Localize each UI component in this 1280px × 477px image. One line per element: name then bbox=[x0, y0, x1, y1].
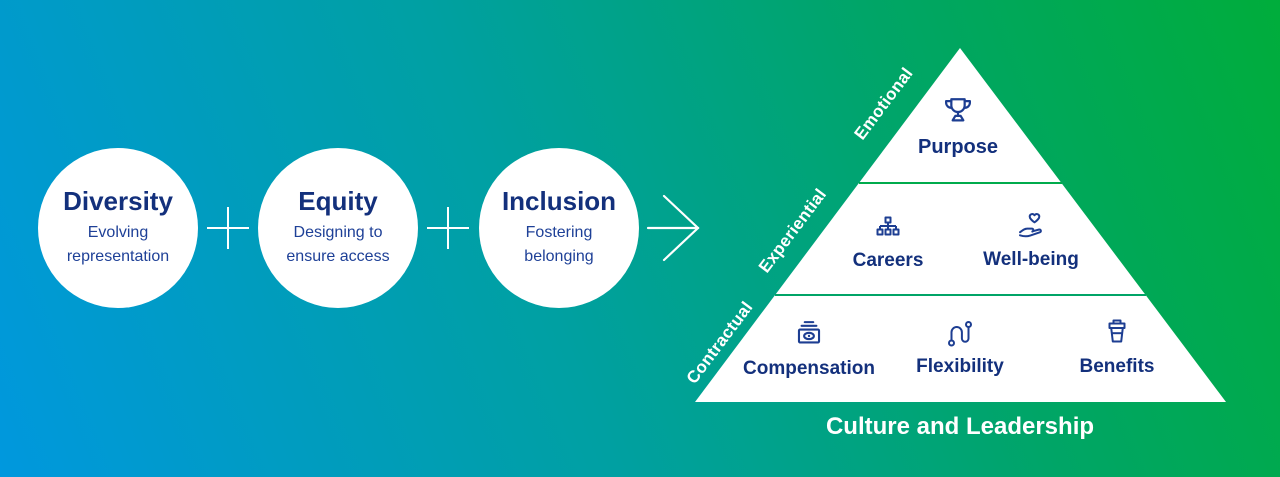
arrow-right-icon bbox=[642, 189, 720, 272]
flexibility-item: Flexibility bbox=[880, 316, 1040, 378]
item-label: Purpose bbox=[917, 136, 999, 158]
item-label: Careers bbox=[852, 250, 924, 271]
circle-title: Diversity bbox=[63, 186, 173, 217]
purpose-item: Purpose bbox=[878, 92, 1038, 159]
compensation-item: Compensation bbox=[729, 316, 889, 380]
coffee-cup-icon bbox=[1099, 316, 1135, 352]
banknote-icon bbox=[790, 316, 828, 354]
item-label: Well-being bbox=[983, 249, 1079, 270]
circle-subtitle: Fostering belonging bbox=[524, 223, 594, 265]
pyramid-shape bbox=[695, 48, 1226, 402]
plus-icon bbox=[205, 205, 251, 256]
careers-item: Careers bbox=[808, 210, 968, 272]
equity-circle: Equity Designing to ensure access bbox=[258, 148, 418, 308]
circle-subtitle: Evolving representation bbox=[66, 223, 170, 265]
item-label: Flexibility bbox=[916, 356, 1004, 377]
wellbeing-item: Well-being bbox=[951, 209, 1111, 271]
circle-title: Inclusion bbox=[501, 186, 617, 217]
circle-subtitle: Designing to ensure access bbox=[286, 223, 390, 265]
plus-icon bbox=[425, 205, 471, 256]
inclusion-circle: Inclusion Fostering belonging bbox=[479, 148, 639, 308]
org-chart-icon bbox=[870, 210, 906, 246]
item-label: Compensation bbox=[743, 358, 875, 379]
hand-heart-icon bbox=[1013, 209, 1049, 245]
diversity-circle: Diversity Evolving representation bbox=[38, 148, 198, 308]
item-label: Benefits bbox=[1079, 356, 1155, 377]
winding-path-icon bbox=[942, 316, 978, 352]
benefits-item: Benefits bbox=[1037, 316, 1197, 378]
pyramid-caption: Culture and Leadership bbox=[825, 413, 1095, 440]
circle-title: Equity bbox=[298, 186, 378, 217]
trophy-icon bbox=[938, 92, 978, 132]
